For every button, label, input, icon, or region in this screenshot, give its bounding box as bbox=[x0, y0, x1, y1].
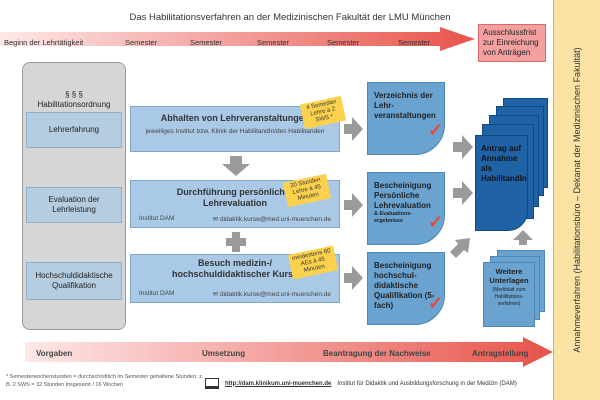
diagram-title: Das Habilitationsverfahren an der Medizi… bbox=[129, 12, 451, 23]
link-row: http://dam.klinikum.uni-muenchen.de Inst… bbox=[205, 378, 517, 389]
timeline-semester: Semester bbox=[125, 38, 158, 47]
step-sub: jeweiliges Institut bzw. Klinik der Habi… bbox=[145, 128, 325, 135]
requirement-teaching-experience: Lehrerfahrung bbox=[26, 112, 122, 148]
checkmark-icon: ✓ bbox=[428, 120, 444, 140]
application-document: Antrag auf Annahme als HabilitandIn bbox=[475, 135, 528, 231]
dam-link[interactable]: http://dam.klinikum.uni-muenchen.de bbox=[225, 380, 332, 387]
step-title: Durchführung persönlicher Lehrevaluation bbox=[176, 187, 294, 208]
phase-arrow bbox=[25, 337, 553, 367]
regulation-header: § § § Habilitationsordnung bbox=[22, 90, 126, 110]
requirement-evaluation: Evaluation der Lehrleistung bbox=[26, 187, 122, 223]
step-email[interactable]: didaktik.kurse@med.uni-muenchen.de bbox=[219, 216, 331, 223]
step-title: Besuch medizin-/ hochschuldidaktischer K… bbox=[171, 258, 299, 279]
arrow-right bbox=[453, 181, 473, 205]
footnote: * Semesterwochenstunden = durchschnittli… bbox=[6, 374, 204, 388]
checkmark-icon: ✓ bbox=[428, 212, 444, 232]
plus-icon bbox=[226, 232, 246, 252]
step-email[interactable]: didaktik.kurse@med.uni-muenchen.de bbox=[219, 291, 331, 298]
document-qualification-certificate: Bescheinigung hochschul-didaktische Qual… bbox=[367, 252, 445, 325]
arrow-right bbox=[344, 193, 363, 217]
arrow-up-right bbox=[450, 238, 470, 258]
document-evaluation-certificate: Bescheinigung Persönliche Lehrevaluation… bbox=[367, 172, 445, 245]
arrow-up bbox=[513, 230, 533, 245]
timeline-start: Beginn der Lehrtätigkeit bbox=[4, 38, 84, 47]
regulation-title: Habilitationsordnung bbox=[37, 100, 111, 109]
timeline-semester: Semester bbox=[327, 38, 360, 47]
arrow-down bbox=[222, 156, 250, 176]
computer-icon bbox=[205, 378, 219, 389]
timeline-semester: Semester bbox=[190, 38, 223, 47]
dam-description: Institut für Didaktik und Ausbildungsfor… bbox=[337, 380, 517, 387]
arrow-right bbox=[344, 117, 363, 141]
phase-label: Beantragung der Nachweise bbox=[323, 349, 431, 358]
acceptance-procedure-bar: Annahmeverfahren (Habilitationsbüro – De… bbox=[553, 0, 600, 400]
phase-label: Umsetzung bbox=[202, 349, 246, 358]
document-course-list: Verzeichnis der Lehr-veranstaltungen bbox=[367, 82, 445, 155]
timeline-semester: Semester bbox=[257, 38, 290, 47]
step-institute: Institut DAM bbox=[139, 215, 175, 222]
requirement-qualification: Hochschuldidaktische Qualifikation bbox=[26, 262, 122, 300]
mail-icon: ✉ bbox=[212, 291, 220, 298]
checkmark-icon: ✓ bbox=[428, 293, 444, 313]
step-title: Abhalten von Lehrveranstaltungen bbox=[160, 113, 310, 123]
timeline-arrow bbox=[0, 27, 475, 51]
timeline-semester: Semester bbox=[398, 38, 431, 47]
phase-label: Vorgaben bbox=[36, 349, 73, 358]
arrow-right bbox=[344, 266, 363, 290]
step-institute: Institut DAM bbox=[139, 290, 175, 297]
phase-label: Antragstellung bbox=[472, 349, 529, 358]
paragraph-icon: § § § bbox=[65, 90, 83, 99]
arrow-right bbox=[453, 135, 473, 159]
deadline-box: Ausschlussfrist zur Einreichung von Antr… bbox=[478, 24, 546, 62]
mail-icon: ✉ bbox=[212, 216, 220, 223]
further-documents: Weitere Unterlagen (Merkblatt zum Habili… bbox=[483, 262, 535, 327]
